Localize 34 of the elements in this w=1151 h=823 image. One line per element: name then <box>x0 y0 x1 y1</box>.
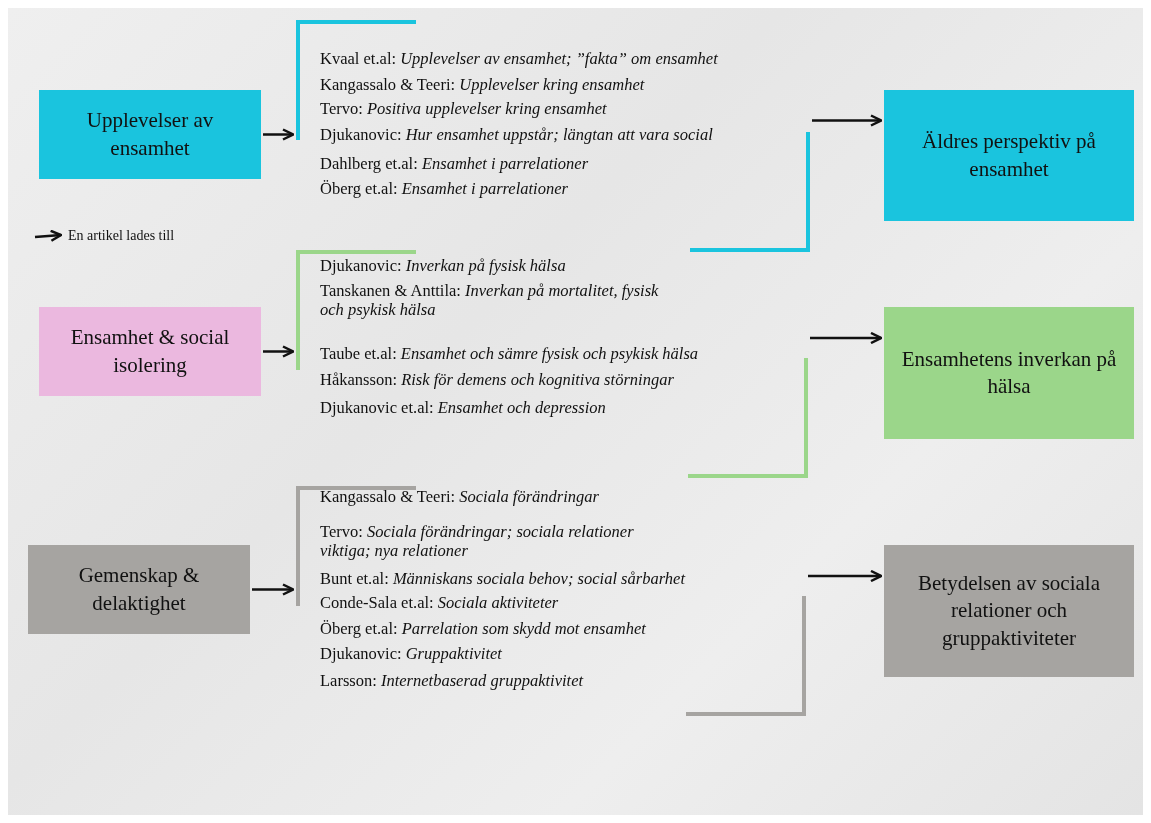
reference-entry: Öberg et.al: Ensamhet i parrelationer <box>320 179 568 198</box>
theme-box: Äldres perspektiv på ensamhet <box>884 90 1134 221</box>
arrow <box>263 345 295 358</box>
reference-entry: Larsson: Internetbaserad gruppaktivitet <box>320 671 584 690</box>
arrow <box>810 331 883 345</box>
reference-entry: Tanskanen & Anttila: Inverkan på mortalitet, fysisk och psykisk hälsa <box>320 281 660 319</box>
bracket-group <box>296 250 808 478</box>
reference-entry: Conde-Sala et.al: Sociala aktiviteter <box>320 593 559 612</box>
theme-box: Ensamhetens inverkan på hälsa <box>884 307 1134 439</box>
arrow <box>263 128 295 141</box>
reference-entry: Tervo: Positiva upplevelser kring ensamhet <box>320 99 607 118</box>
bracket-group <box>296 20 810 252</box>
reference-entry: Dahlberg et.al: Ensamhet i parrelationer <box>320 154 589 173</box>
reference-entry: Kvaal et.al: Upplevelser av ensamhet; ”fakta” om ensamhet <box>320 49 718 68</box>
legend-label: En artikel lades till <box>68 228 175 244</box>
bracket-group <box>296 486 806 716</box>
reference-entry: Bunt et.al: Människans sociala behov; social sårbarhet <box>320 569 685 588</box>
arrow <box>808 569 883 583</box>
reference-entry: Kangassalo & Teeri: Upplevelser kring ensamhet <box>320 75 645 94</box>
reference-entry: Tervo: Sociala förändringar; sociala relationer viktiga; nya relationer <box>320 522 635 560</box>
arrow <box>812 114 883 127</box>
arrow <box>252 583 295 596</box>
topic-box: Ensamhet & social isolering <box>39 307 261 396</box>
reference-entry: Håkansson: Risk för demens och kognitiva störningar <box>320 370 674 389</box>
reference-entry: Djukanovic: Hur ensamhet uppstår; längtan att vara social <box>320 125 713 144</box>
reference-entry: Öberg et.al: Parrelation som skydd mot ensamhet <box>320 619 646 638</box>
reference-entry: Djukanovic et.al: Ensamhet och depression <box>320 398 606 417</box>
reference-entry: Kangassalo & Teeri: Sociala förändringar <box>320 487 600 506</box>
reference-entry: Djukanovic: Gruppaktivitet <box>320 644 502 663</box>
topic-box: Gemenskap & delaktighet <box>28 545 250 634</box>
reference-entry: Djukanovic: Inverkan på fysisk hälsa <box>320 256 566 275</box>
theme-box: Betydelsen av sociala relationer och gruppaktiviteter <box>884 545 1134 677</box>
reference-entry: Taube et.al: Ensamhet och sämre fysisk och psykisk hälsa <box>320 344 699 363</box>
topic-box: Upplevelser av ensamhet <box>39 90 261 179</box>
